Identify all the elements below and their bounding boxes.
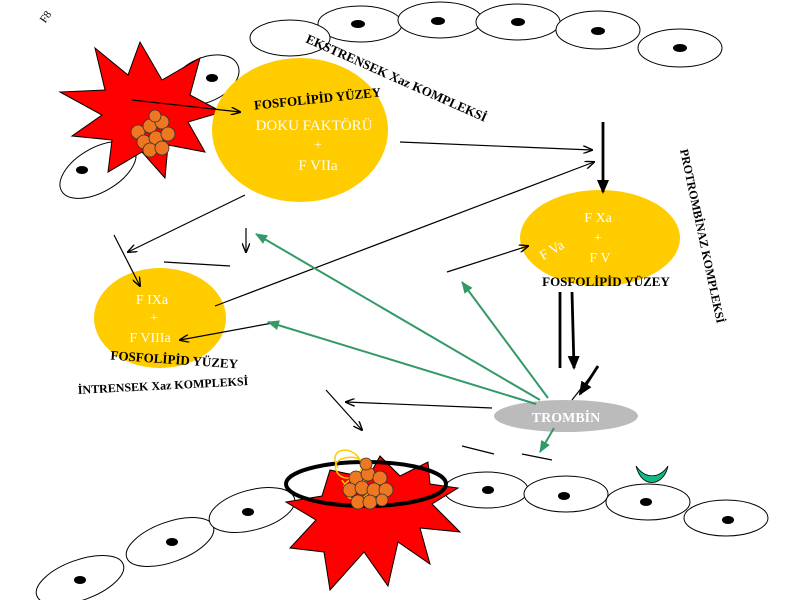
endothelial-cell [475,3,561,41]
green-arrow-to-tf [255,233,541,401]
thrombin: TROMBİN [494,400,638,432]
endothelial-cell [317,5,403,43]
endothelial-cell [605,483,691,521]
arrow-to-va [446,246,528,273]
platelet-cluster-bottom [342,457,394,510]
black-arrows [113,99,594,461]
green-arrow-to-ix [267,320,537,405]
thrombin-feedback-arrows [255,233,555,453]
green-arrow-to-va [461,281,549,399]
intrinsic-surface [94,268,226,368]
tf-plus: + [314,138,322,153]
arrow-to-viiia [180,321,279,340]
platelet-cluster-top [130,109,176,158]
endothelial-cell [523,475,609,513]
arrow-down-left [325,389,362,430]
tissue-factor-surface [212,58,388,202]
endothelial-cell [125,516,215,568]
pt-line2: F V [589,251,610,266]
prothrombinase-surface [520,190,680,286]
corner-mark: F8 [38,9,55,26]
endothelial-cell [397,1,483,39]
intrinsic-complex: F IXa + F VIIIa FOSFOLİPİD YÜZEY [94,268,239,371]
line-short [163,261,231,267]
endothelial-cell [249,19,331,57]
endothelial-cell [637,28,723,68]
corner-mark-text: F8 [38,9,55,26]
dash-1 [461,445,495,455]
tf-line1: DOKU FAKTÖRÜ [256,117,373,134]
arrow-burst-to-tf [131,99,240,112]
arrow-thrombin-left [346,402,493,409]
pt-surface-label: FOSFOLİPİD YÜZEY [542,274,670,289]
endothelial-cell [555,10,641,50]
ix-surface-label: FOSFOLİPİD YÜZEY [110,348,239,372]
arrow-bold-3 [578,365,600,396]
thrombin-shape [494,400,638,432]
crescent-shape [635,465,669,483]
prothrombinase-complex: F Xa + F V F Va FOSFOLİPİD YÜZEY [520,190,680,289]
top-endothelium [59,1,723,199]
pt-plus: + [594,231,602,246]
endothelial-cell [443,471,529,509]
bottom-endothelium [35,471,769,600]
dash-2 [521,453,553,461]
bold-arrows [558,122,609,396]
arrow-tf-to-ix [128,194,246,252]
prothrombinase-label: PROTROMBİNAZ KOMPLEKSİ [677,148,728,325]
intrinsic-xase-label: İNTRENSEK Xaz KOMPLEKSİ [77,374,249,397]
endothelial-cell [208,487,296,533]
endothelial-cell [35,554,125,600]
endothelial-cell [683,499,769,537]
thrombin-label: TROMBİN [532,409,600,426]
injury-burst-bottom [284,455,462,592]
pt-line1: F Xa [584,211,612,226]
ix-line1: F IXa [136,293,169,308]
arrow-into-ix [113,234,140,286]
ix-plus: + [150,311,158,326]
arrow-ix-to-prothrombinase [214,162,594,307]
arrow-tf-to-prothrombinase [399,141,592,150]
ix-line2: F VIIIa [129,331,171,346]
tissue-factor-complex: FOSFOLİPİD YÜZEY DOKU FAKTÖRÜ + F VIIa [212,58,388,202]
arrow-bold-2 [567,291,580,370]
tf-line2: F VIIa [298,158,338,174]
green-arrow-down [539,427,555,453]
